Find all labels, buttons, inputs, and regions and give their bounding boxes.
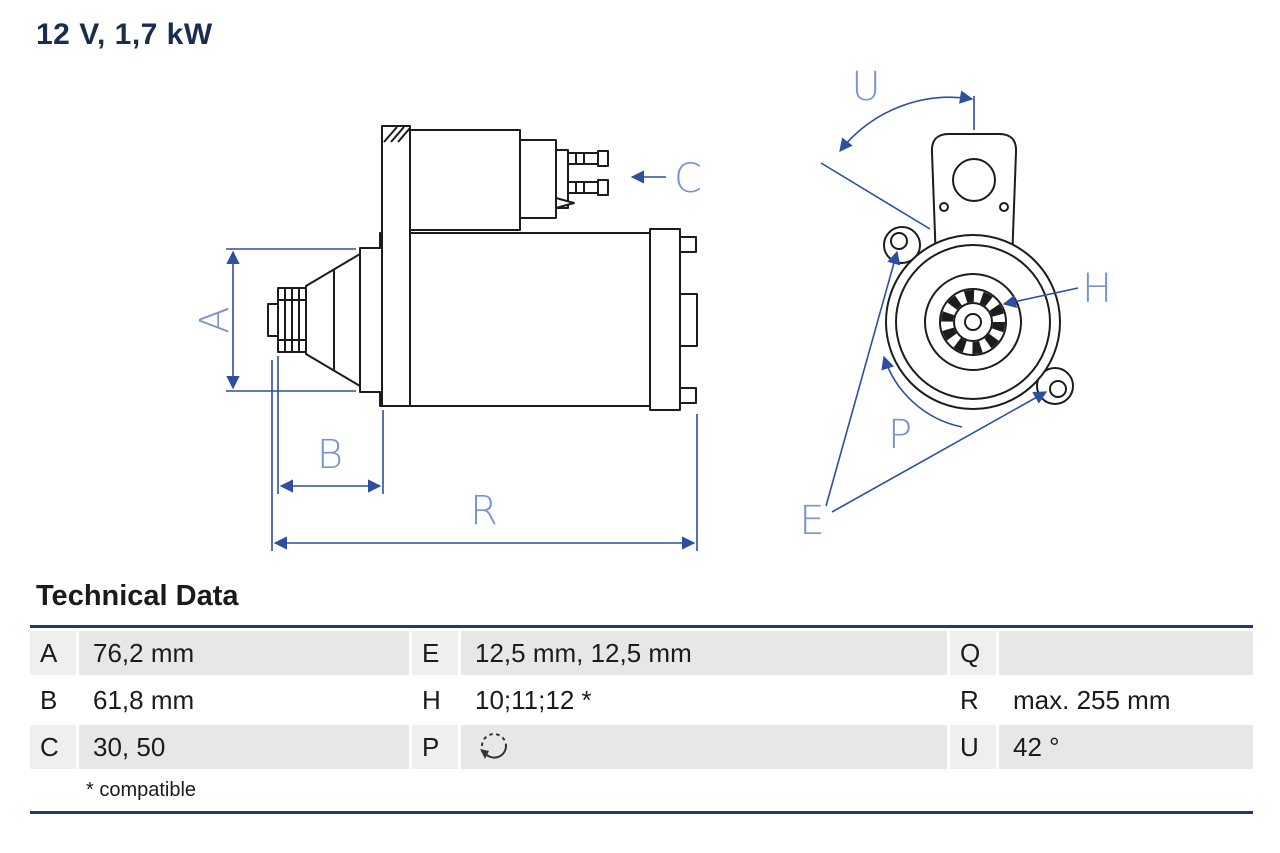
dim-label-p: P bbox=[888, 412, 912, 458]
dim-label-r: R bbox=[470, 488, 498, 534]
table-cell-key: A bbox=[30, 631, 76, 675]
table-footnote: * compatible bbox=[30, 769, 1253, 814]
side-view bbox=[267, 125, 698, 411]
dim-label-b: B bbox=[317, 432, 343, 478]
table-cell-key: U bbox=[950, 725, 996, 769]
page-title: 12 V, 1,7 kW bbox=[36, 18, 213, 51]
table-cell-key: H bbox=[412, 678, 458, 722]
table-cell-key: B bbox=[30, 678, 76, 722]
technical-data-section: Technical Data A 76,2 mm E 12,5 mm, 12,5… bbox=[30, 580, 1253, 814]
dim-label-a: A bbox=[192, 306, 238, 333]
table-cell-key: E bbox=[412, 631, 458, 675]
table-cell-key: Q bbox=[950, 631, 996, 675]
dimension-lines bbox=[226, 90, 1079, 551]
technical-data-table: A 76,2 mm E 12,5 mm, 12,5 mm Q B 61,8 mm… bbox=[30, 625, 1253, 814]
dim-label-e: E bbox=[799, 498, 824, 544]
technical-data-heading: Technical Data bbox=[36, 580, 239, 612]
table-cell-value: 76,2 mm bbox=[79, 631, 409, 675]
table-cell-value: 30, 50 bbox=[79, 725, 409, 769]
table-cell-key: R bbox=[950, 678, 996, 722]
table-cell-value: 10;11;12 * bbox=[461, 678, 947, 722]
table-cell-value: 12,5 mm, 12,5 mm bbox=[461, 631, 947, 675]
table-cell-key: P bbox=[412, 725, 458, 769]
dim-label-h: H bbox=[1082, 266, 1112, 312]
dim-label-u: U bbox=[851, 64, 880, 110]
pinion-teeth-ring bbox=[941, 290, 1005, 354]
rotation-direction-icon bbox=[480, 733, 507, 759]
dim-label-c: C bbox=[674, 156, 702, 202]
table-cell-value bbox=[999, 631, 1253, 675]
table-cell-value-p bbox=[461, 725, 947, 769]
starter-motor-drawing: A B R C U H P E bbox=[192, 64, 1112, 551]
table-cell-value: 42 ° bbox=[999, 725, 1253, 769]
table-cell-key: C bbox=[30, 725, 76, 769]
table-cell-value: max. 255 mm bbox=[999, 678, 1253, 722]
table-cell-value: 61,8 mm bbox=[79, 678, 409, 722]
front-view bbox=[883, 133, 1074, 410]
